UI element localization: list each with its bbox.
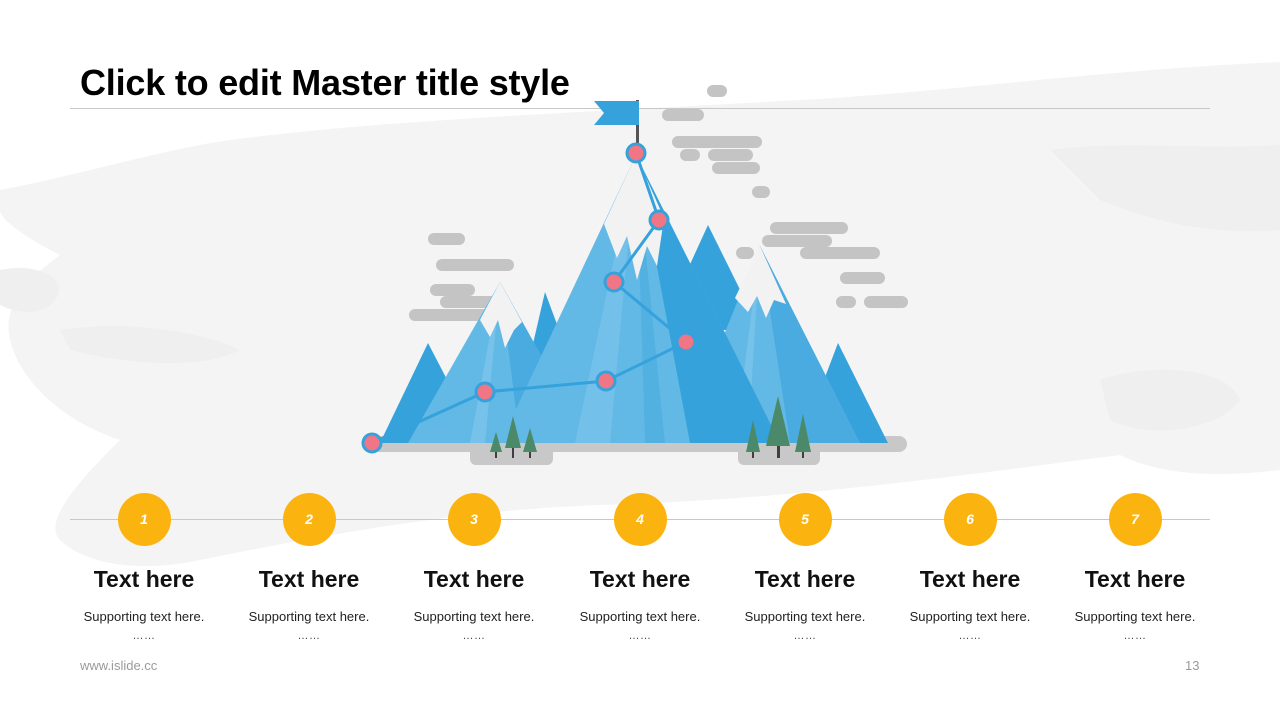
footer-url: www.islide.cc [80, 658, 158, 673]
step-ellipsis: …… [1123, 630, 1147, 642]
step-number-badge: 5 [778, 493, 832, 546]
step-supporting-text[interactable]: Supporting text here. [744, 609, 866, 624]
step-3: 3 Text here Supporting text here. …… [392, 493, 557, 642]
step-ellipsis: …… [462, 630, 486, 642]
step-number-badge: 2 [282, 493, 336, 546]
step-heading[interactable]: Text here [93, 566, 195, 592]
step-ellipsis: …… [793, 630, 817, 642]
step-number-badge: 6 [943, 493, 997, 546]
step-heading[interactable]: Text here [919, 566, 1021, 592]
step-ellipsis: …… [297, 630, 321, 642]
step-supporting-text[interactable]: Supporting text here. [1074, 609, 1196, 624]
step-5: 5 Text here Supporting text here. …… [723, 493, 888, 642]
step-supporting-text[interactable]: Supporting text here. [579, 609, 701, 624]
step-heading[interactable]: Text here [258, 566, 360, 592]
step-number-badge: 4 [613, 493, 667, 546]
step-heading[interactable]: Text here [589, 566, 691, 592]
slide-title[interactable]: Click to edit Master title style [80, 62, 570, 103]
step-heading[interactable]: Text here [423, 566, 525, 592]
step-7: 7 Text here Supporting text here. …… [1053, 493, 1218, 642]
step-supporting-text[interactable]: Supporting text here. [413, 609, 535, 624]
summit-flag [594, 100, 639, 155]
step-ellipsis: …… [628, 630, 652, 642]
cloud-group-top-right [662, 85, 770, 198]
step-number-badge: 1 [117, 493, 171, 546]
title-divider [70, 108, 1210, 109]
cloud-group-right [736, 222, 908, 308]
step-supporting-text[interactable]: Supporting text here. [248, 609, 370, 624]
step-number-badge: 7 [1108, 493, 1162, 546]
pine-trees-right [746, 396, 811, 458]
step-supporting-text[interactable]: Supporting text here. [909, 609, 1031, 624]
step-ellipsis: …… [958, 630, 982, 642]
step-number-badge: 3 [447, 493, 501, 546]
step-heading[interactable]: Text here [1084, 566, 1186, 592]
step-supporting-text[interactable]: Supporting text here. [83, 609, 205, 624]
page-number: 13 [1185, 658, 1200, 673]
step-ellipsis: …… [132, 630, 156, 642]
step-heading[interactable]: Text here [754, 566, 856, 592]
step-1: 1 Text here Supporting text here. …… [62, 493, 227, 642]
pine-trees-left [490, 416, 537, 458]
step-4: 4 Text here Supporting text here. …… [558, 493, 723, 642]
step-2: 2 Text here Supporting text here. …… [227, 493, 392, 642]
path-nodes [361, 142, 697, 454]
step-6: 6 Text here Supporting text here. …… [888, 493, 1053, 642]
